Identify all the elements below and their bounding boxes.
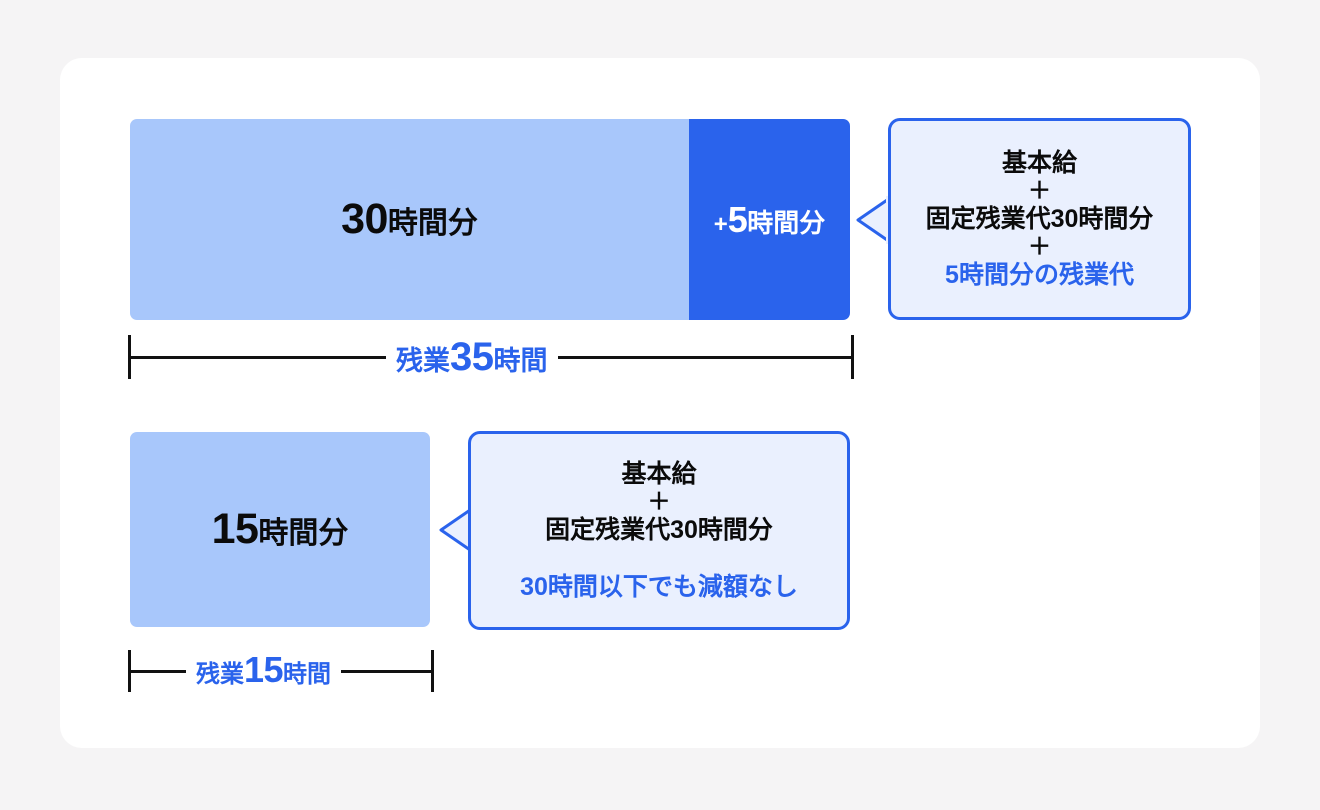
callout-under-line1: 基本給 — [621, 459, 697, 488]
callout-over: 基本給 ＋ 固定残業代30時間分 ＋ 5時間分の残業代 — [888, 118, 1191, 320]
bracket-under-label-suffix: 時間 — [283, 661, 332, 688]
bar-segment-extra-5h-plus: + — [713, 210, 728, 238]
callout-over-line4: ＋ — [1028, 233, 1051, 260]
callout-over-line5: 5時間分の残業代 — [945, 261, 1134, 289]
bar-segment-fixed-30h-unit: 時間分 — [387, 207, 478, 240]
callout-over-line3: 固定残業代30時間分 — [925, 204, 1154, 233]
bar-segment-fixed-30h-label: 30時間分 — [341, 198, 478, 241]
bracket-over-tick-left — [128, 335, 131, 379]
bracket-over-label-number: 35 — [450, 335, 494, 379]
bar-segment-worked-15h-number: 15 — [211, 505, 259, 553]
callout-under-line3: 固定残業代30時間分 — [545, 516, 773, 545]
bracket-over-tick-right — [851, 335, 854, 379]
callout-over-line1: 基本給 — [1001, 148, 1077, 177]
bar-segment-extra-5h-unit: 時間分 — [747, 207, 826, 238]
bar-segment-worked-15h-label: 15時間分 — [212, 508, 349, 551]
bar-segment-extra-5h-number: 5 — [727, 198, 748, 240]
bracket-under-tick-left — [128, 650, 131, 692]
bracket-under-tick-right — [431, 650, 434, 692]
bracket-under-label-number: 15 — [244, 649, 284, 690]
bar-segment-extra-5h: +5時間分 — [689, 119, 850, 320]
bracket-over-label-suffix: 時間 — [493, 346, 548, 376]
callout-over-line2: ＋ — [1028, 177, 1051, 203]
overtime-bar-under: 15時間分 — [130, 432, 430, 627]
bracket-under-label-prefix: 残業 — [196, 661, 244, 688]
bar-segment-worked-15h-unit: 時間分 — [258, 517, 349, 550]
bracket-over-label-prefix: 残業 — [396, 346, 450, 376]
callout-under-note: 30時間以下でも減額なし — [520, 572, 798, 601]
bar-segment-fixed-30h: 30時間分 — [130, 119, 689, 320]
bar-segment-fixed-30h-number: 30 — [341, 195, 388, 243]
bar-segment-worked-15h: 15時間分 — [130, 432, 430, 627]
callout-under: 基本給 ＋ 固定残業代30時間分 30時間以下でも減額なし — [468, 431, 850, 630]
callout-under-line2: ＋ — [647, 488, 671, 515]
bar-segment-extra-5h-label: +5時間分 — [713, 198, 826, 240]
overtime-bar-over: 30時間分 +5時間分 — [130, 119, 850, 320]
